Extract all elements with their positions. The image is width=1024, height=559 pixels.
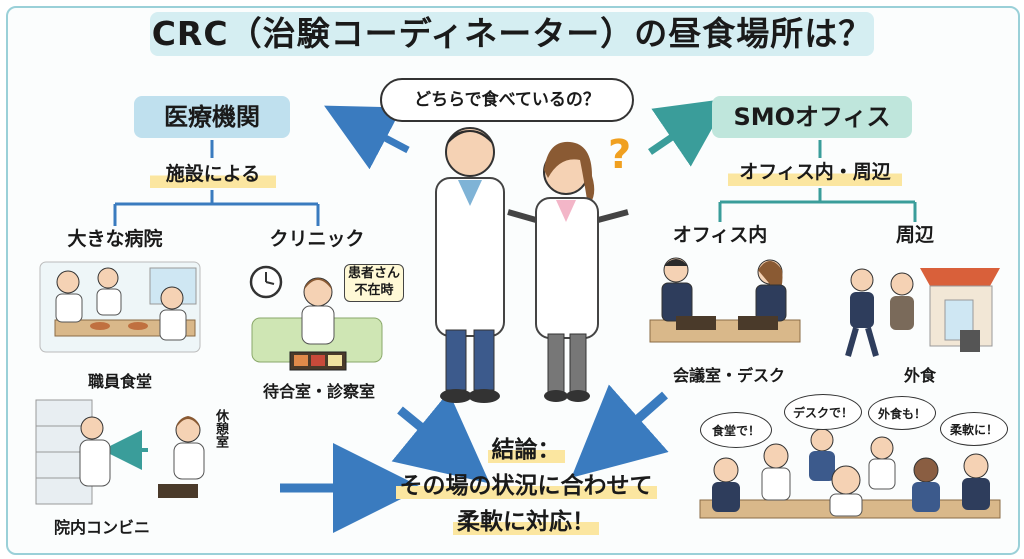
office-and-surroundings-label: オフィス内・周辺 [728, 158, 902, 186]
female-doctor-figure [507, 141, 629, 402]
right-tree-lines [718, 140, 917, 222]
arrow-to-smo [648, 98, 729, 167]
male-doctor-figure [435, 127, 505, 403]
arrow-to-medical [324, 105, 410, 170]
conclusion-line-3: 柔軟に対応！ [380, 504, 672, 540]
left-tree-lines [113, 140, 320, 226]
patient-absent-note-line1: 患者さん [347, 266, 400, 281]
arrow-left-to-conclusion [391, 391, 490, 484]
medical-institution-header: 医療機関 [134, 96, 290, 138]
clinic-label: クリニック [269, 228, 365, 250]
page-title: CRC（治験コーディネーター）の昼食場所は？ [150, 12, 874, 56]
conclusion-box: 結論： その場の状況に合わせて 柔軟に対応！ [380, 432, 672, 552]
depends-on-facility-label: 施設による [150, 160, 276, 188]
arrow-right-to-conclusion [571, 384, 669, 478]
question-mark-icon: ? [608, 132, 631, 178]
group-lunch-illustration [699, 428, 1001, 519]
speech-eat-out: 外食も！ [868, 396, 936, 430]
speech-desk: デスクで！ [784, 394, 862, 430]
office-meeting-illustration [649, 257, 801, 343]
staff-cafeteria-caption: 職員食堂 [87, 372, 152, 391]
rest-room-vertical-label: 休憩室 [213, 408, 228, 448]
waiting-room-caption: 待合室・診察室 [262, 382, 375, 401]
in-hospital-convenience-caption: 院内コンビニ [53, 518, 150, 537]
patient-absent-note-line2: 不在時 [354, 283, 394, 298]
conclusion-line-1: 結論： [380, 432, 672, 468]
meeting-room-desk-caption: 会議室・デスク [672, 366, 785, 385]
in-office-label: オフィス内 [672, 224, 768, 246]
speech-flexible: 柔軟に！ [940, 412, 1008, 446]
eat-out-caption: 外食 [903, 366, 936, 385]
smo-office-header: SMOオフィス [712, 96, 912, 138]
eat-out-illustration [845, 268, 1000, 357]
surroundings-label: 周辺 [895, 224, 934, 246]
convenience-store-illustration [35, 399, 205, 505]
center-question-bubble: どちらで食べているの？ [380, 78, 634, 122]
staff-cafeteria-illustration [39, 261, 201, 353]
speech-cafeteria: 食堂で！ [700, 412, 772, 448]
patient-absent-note: 患者さん 不在時 [344, 264, 404, 302]
clinic-waiting-room-illustration [249, 265, 383, 371]
conclusion-line-2: その場の状況に合わせて [380, 468, 672, 504]
large-hospital-label: 大きな病院 [67, 228, 163, 250]
